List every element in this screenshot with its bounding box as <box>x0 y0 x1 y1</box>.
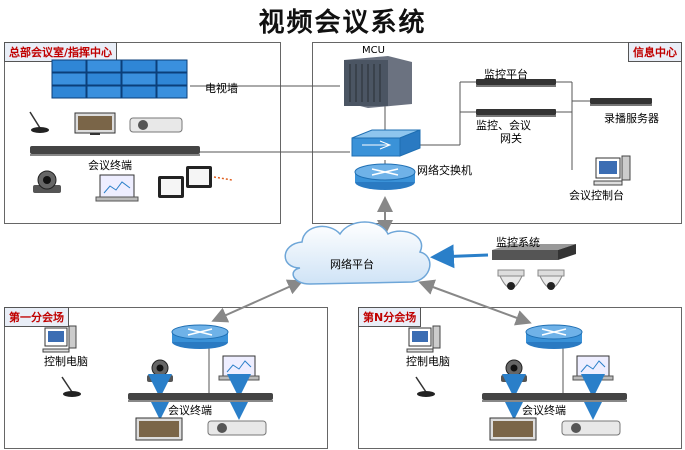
recorder-server <box>590 98 652 106</box>
dome-camera-icon <box>497 269 565 290</box>
monitor-system-label: 监控系统 <box>496 236 540 249</box>
network-cloud <box>284 221 431 285</box>
siteN-laptop-icon <box>572 355 614 381</box>
laptop-icon <box>95 174 139 202</box>
hq-conference-terminal <box>30 146 200 156</box>
cloud-label: 网络平台 <box>330 258 374 271</box>
hq-terminal-label: 会议终端 <box>88 159 132 172</box>
monitor-system-arrow <box>430 244 489 269</box>
recorder-label: 录播服务器 <box>604 112 659 125</box>
network-switch-icon <box>351 129 421 157</box>
siteN-down-arrows <box>502 374 605 420</box>
gateway-label-2: 网关 <box>500 132 522 145</box>
mcu-icon <box>344 56 412 108</box>
console-pc-icon <box>593 155 631 186</box>
siteN-router-icon <box>525 324 583 349</box>
tablet-icon <box>158 166 233 198</box>
gateway-label-1: 监控、会议 <box>476 119 531 132</box>
console-label: 会议控制台 <box>569 189 624 202</box>
siteN-terminal <box>482 393 627 402</box>
info-center-tag: 信息中心 <box>628 42 682 62</box>
video-wall <box>51 59 188 99</box>
siteN-tv-icon <box>489 417 537 441</box>
siteN-camera-icon <box>501 359 527 382</box>
diagram-title: 视频会议系统 <box>258 8 427 38</box>
site1-tv-icon <box>135 417 183 441</box>
nvr-device <box>492 244 576 260</box>
site1-microphone-icon <box>61 376 81 397</box>
siteN-projector-icon <box>561 420 621 436</box>
site1-router-icon <box>171 324 229 349</box>
site1-down-arrows <box>148 374 251 420</box>
site1-camera-icon <box>147 359 173 382</box>
siteN-pc-label: 控制电脑 <box>406 355 450 368</box>
siteN-terminal-label: 会议终端 <box>522 404 566 417</box>
tv-icon <box>74 112 116 135</box>
link-arrows <box>211 196 532 326</box>
siteN-microphone-icon <box>415 376 435 397</box>
connection-lines <box>190 81 592 393</box>
microphone-icon <box>29 111 49 133</box>
site1-projector-icon <box>207 420 267 436</box>
siteN-pc-icon <box>406 325 441 353</box>
site1-tag: 第一分会场 <box>4 307 69 327</box>
switch-label: 网络交换机 <box>417 164 472 177</box>
site1-terminal-label: 会议终端 <box>168 404 212 417</box>
site1-pc-icon <box>42 325 77 353</box>
monitor-platform-device <box>476 79 556 87</box>
projector-icon <box>129 117 183 133</box>
camera-icon <box>33 170 61 193</box>
router-icon <box>354 163 416 190</box>
site1-terminal <box>128 393 273 402</box>
monitor-platform-label: 监控平台 <box>484 68 528 81</box>
siteN-tag: 第N分会场 <box>358 307 422 327</box>
gateway-device <box>476 109 556 117</box>
video-wall-label: 电视墙 <box>205 82 238 95</box>
site1-laptop-icon <box>218 355 260 381</box>
site1-pc-label: 控制电脑 <box>44 355 88 368</box>
mcu-label: MCU <box>362 45 385 56</box>
